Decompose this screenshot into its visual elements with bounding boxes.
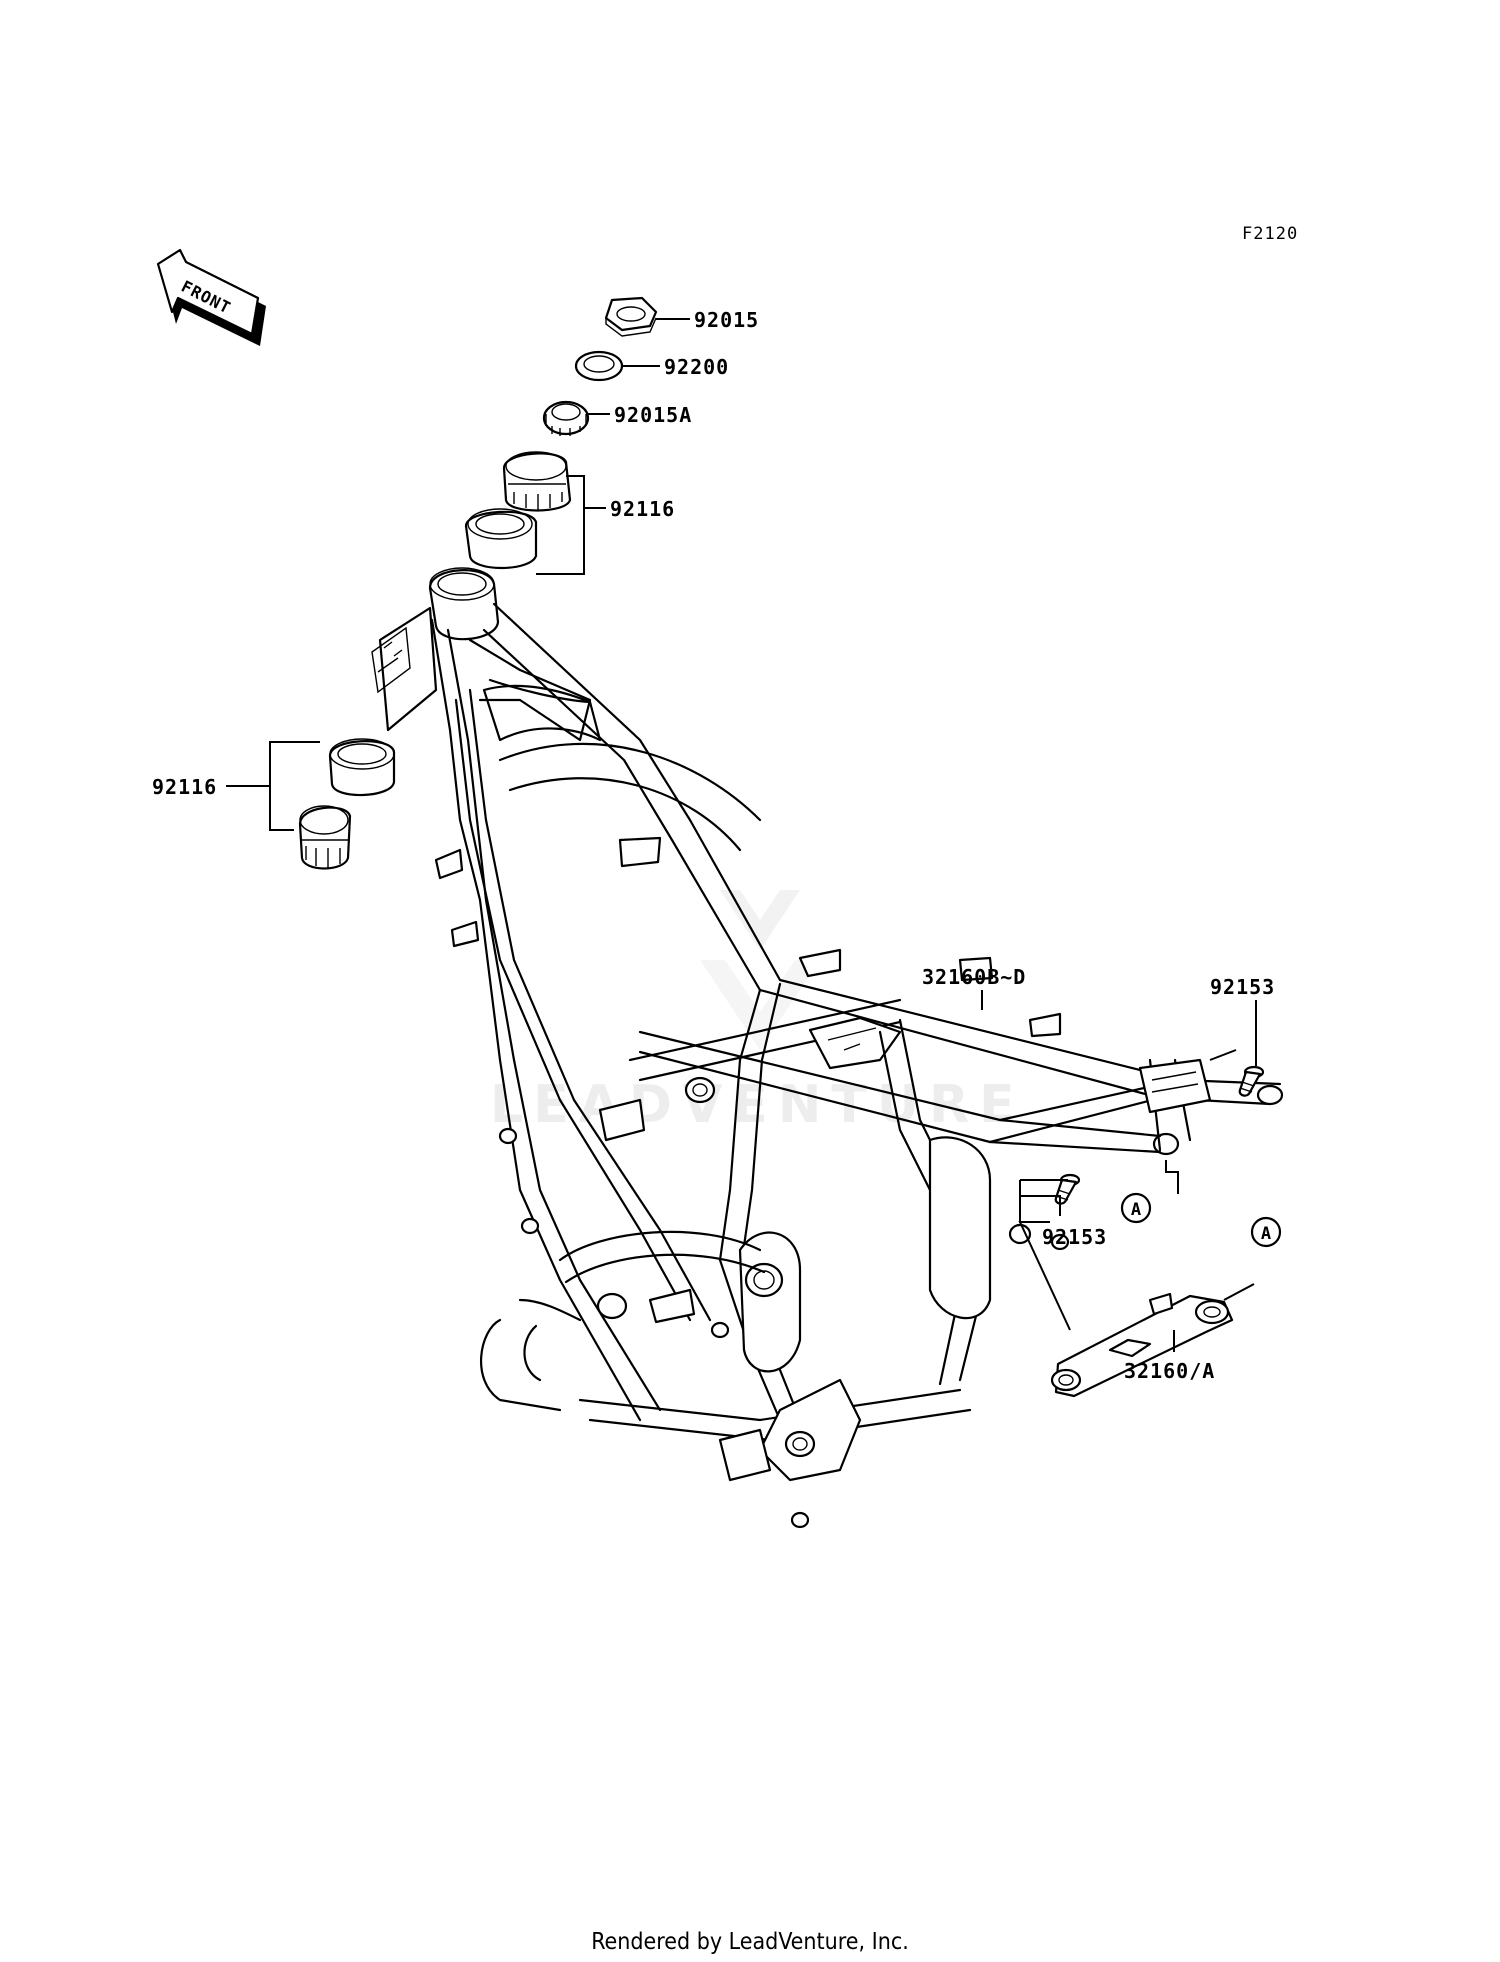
frame [371,567,1284,1529]
leader-lines [226,318,1257,1352]
callout-labels: 92015 92200 92015A 92116 92116 32160B~D … [152,308,1275,1383]
callout-32160-A: 32160/A [1124,1359,1215,1383]
callout-32160B-D: 32160B~D [922,965,1026,989]
callout-92116-upper: 92116 [610,497,675,521]
ref-marker-label: A [1261,1224,1271,1244]
callout-92015: 92015 [694,308,759,332]
ref-marker-a-2: A [1250,1216,1282,1248]
race-upper-92116 [464,508,538,570]
callout-92015A: 92015A [614,403,692,427]
stem-nut-92015A [542,400,590,436]
ref-marker-label: A [1131,1200,1141,1220]
callout-92153-lower: 92153 [1042,1225,1107,1249]
callout-92116-lower: 92116 [152,775,217,799]
washer-92200 [574,350,624,382]
steering-nut-92015 [604,296,658,337]
race-lower-92116 [328,738,396,797]
footer-credit: Rendered by LeadVenture, Inc. [591,1929,909,1955]
ref-marker-a-1: A [1120,1192,1152,1224]
callout-92200: 92200 [664,355,729,379]
bolt-92153-upper [1238,1065,1265,1097]
watermark: LEADVENTURE [490,890,1015,1135]
bearing-lower-92116 [298,805,352,870]
front-arrow-icon: FRONT [156,248,266,346]
bearing-upper-92116 [502,451,572,512]
callout-92153-upper: 92153 [1210,975,1275,999]
subframe-bracket-32160-A [1050,1292,1234,1398]
diagram-code: F2120 [1242,224,1298,244]
